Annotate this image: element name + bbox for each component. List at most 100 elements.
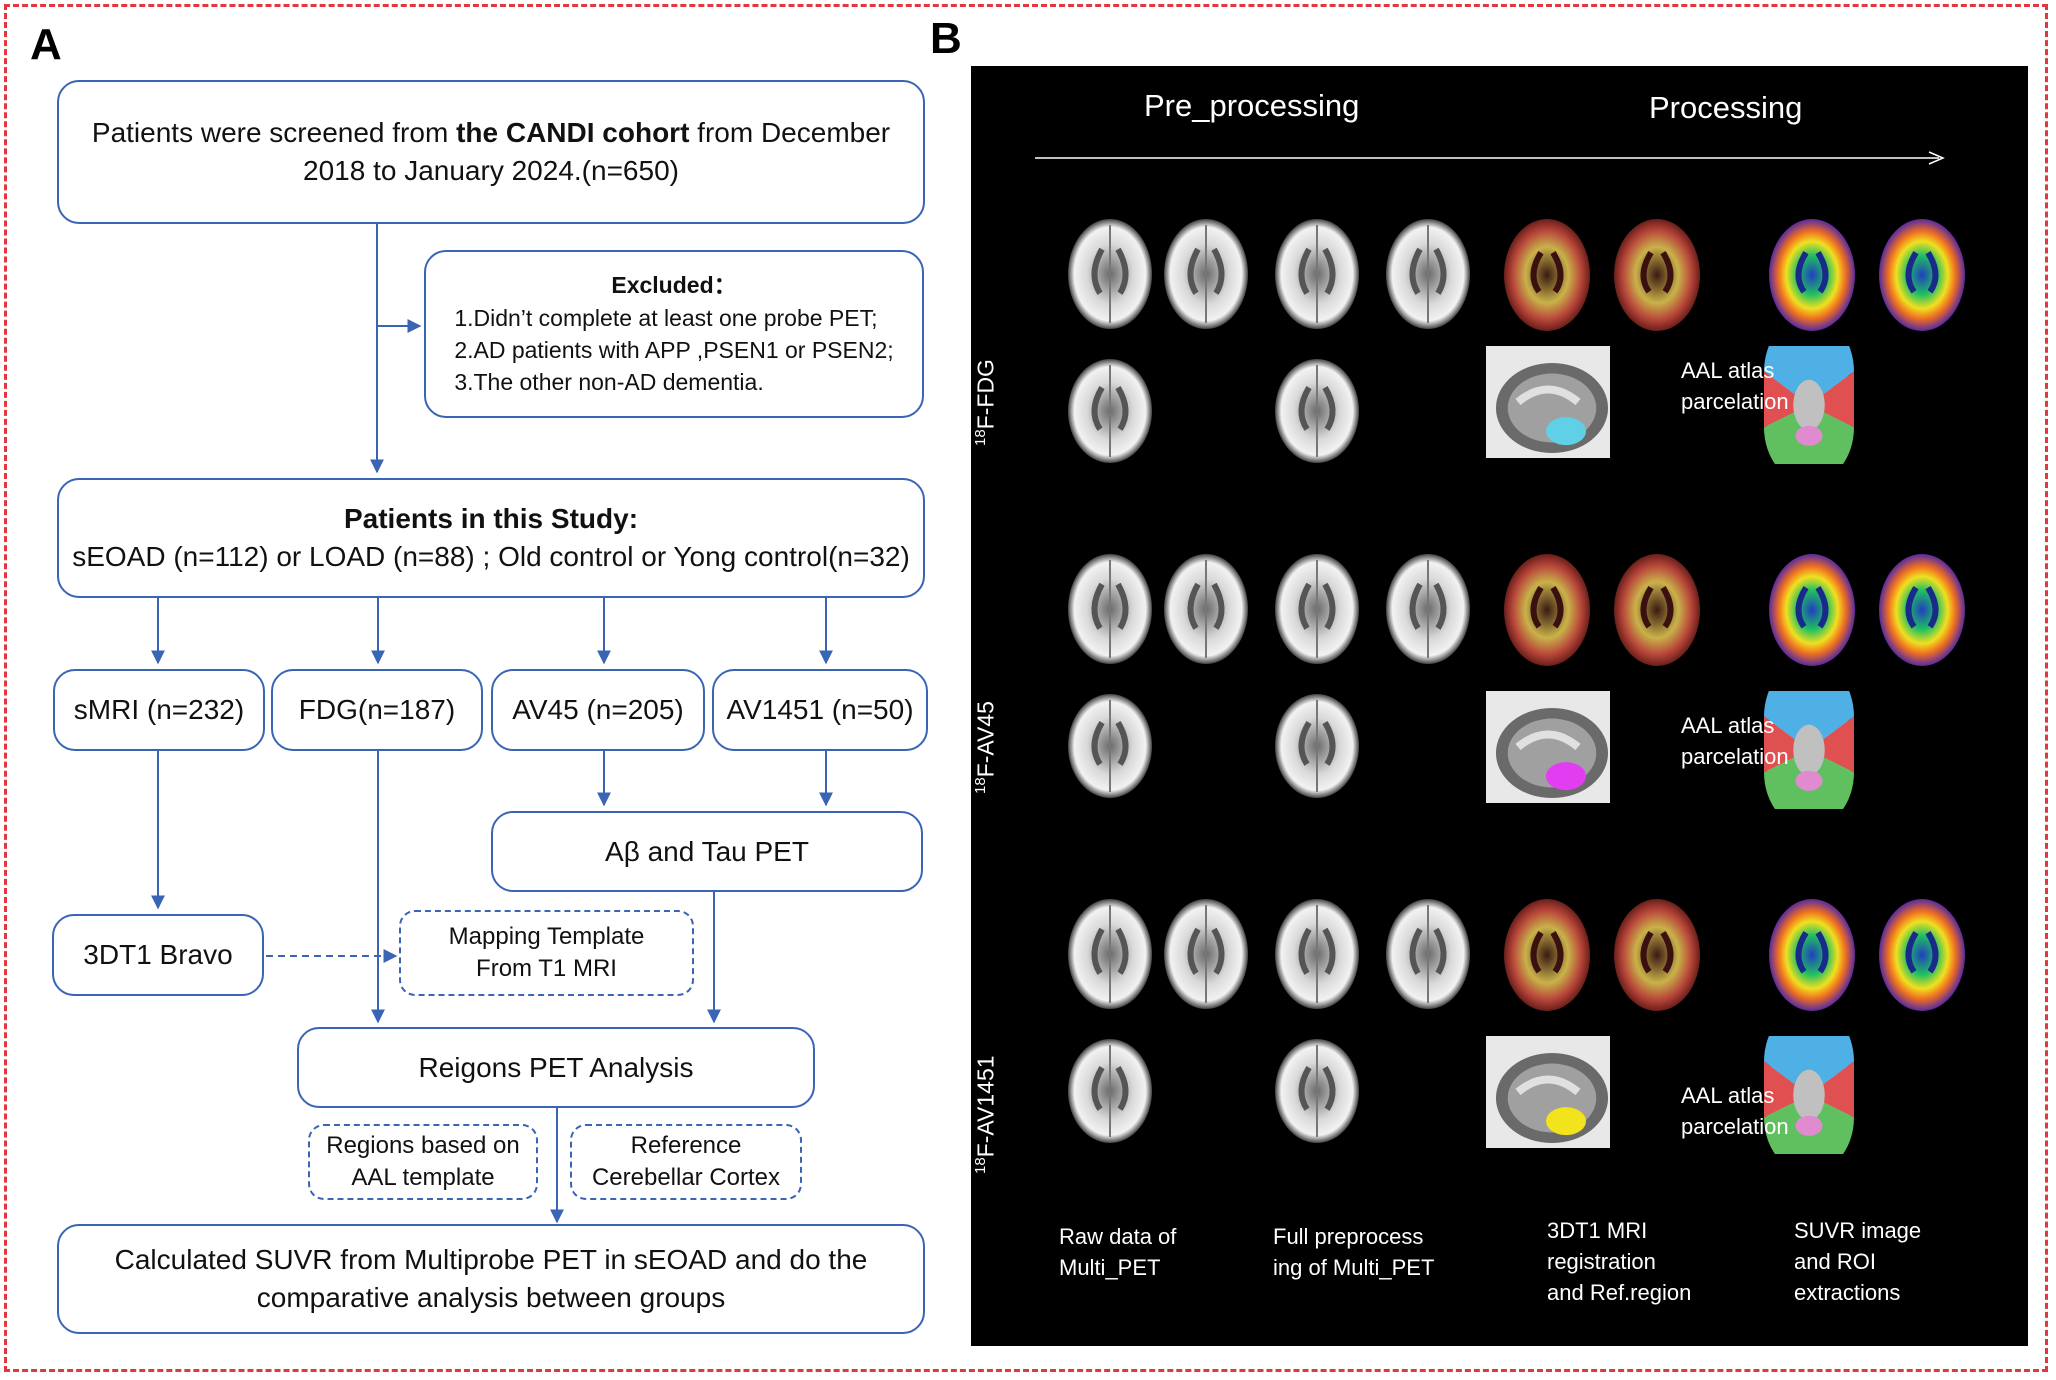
aal-regions-line: AAL template <box>351 1164 495 1191</box>
reference-line: Reference <box>630 1131 742 1159</box>
suvr-coronal-scan <box>1879 899 1965 1011</box>
fused-coronal-scan <box>1614 899 1700 1011</box>
column-line: Multi_PET <box>1059 1254 1161 1280</box>
tracer-label-fdg: 18F-FDG <box>972 359 1000 446</box>
fused-coronal-scan <box>1614 219 1700 331</box>
raw-axial-scan <box>1068 554 1152 664</box>
column-line: SUVR image <box>1794 1218 1922 1243</box>
tracer-label-av45: 18F-AV45 <box>972 701 1000 794</box>
av1451-box: AV1451 (n=50) <box>712 669 928 751</box>
fused-coronal-scan <box>1614 554 1700 666</box>
column-line: and ROI <box>1794 1248 1876 1274</box>
study-groups: sEOAD (n=112) or LOAD (n=88) ; Old contr… <box>72 541 910 572</box>
reference-line: Cerebellar Cortex <box>591 1164 781 1191</box>
study-title: Patients in this Study: <box>343 503 639 535</box>
excluded-item: 2.AD patients with APP ,PSEN1 or PSEN2; <box>454 337 894 363</box>
phase-processing: Processing <box>1649 90 1803 125</box>
fused-axial-scan <box>1504 219 1590 331</box>
column-line: Raw data of <box>1059 1224 1177 1249</box>
av45-box: AV45 (n=205) <box>491 669 705 751</box>
column-label-raw: Raw data of Multi_PET <box>1059 1222 1176 1284</box>
final-box: Calculated SUVR from Multiprobe PET in s… <box>57 1224 925 1334</box>
excluded-item: 1.Didn’t complete at least one probe PET… <box>454 305 878 332</box>
mapping-line: From T1 MRI <box>476 955 617 982</box>
preprocessed-axial-scan-2 <box>1275 1039 1359 1143</box>
preprocessed-coronal-scan <box>1386 554 1470 664</box>
abeta-tau-box: Aβ and Tau PET <box>491 811 923 892</box>
aal-atlas-scan <box>1764 691 1854 809</box>
isotope-sup: 18 <box>972 777 989 794</box>
mri-sagittal-roi-0 <box>1486 346 1610 458</box>
tracer-name: F-FDG <box>972 359 999 430</box>
suvr-axial-scan <box>1769 219 1855 331</box>
column-label-registration: 3DT1 MRI registration and Ref.region <box>1547 1216 1691 1308</box>
tracer-name: F-AV45 <box>972 701 999 778</box>
preprocessed-axial-scan-2 <box>1275 359 1359 463</box>
column-line: registration <box>1547 1248 1656 1274</box>
isotope-sup: 18 <box>972 429 989 446</box>
screening-text-pre: Patients were screened from <box>91 117 457 149</box>
aal-atlas-scan <box>1764 346 1854 464</box>
raw-coronal-scan <box>1164 554 1248 664</box>
column-line: 3DT1 MRI <box>1547 1218 1648 1243</box>
timeline-arrow <box>1035 151 1945 165</box>
mapping-box: Mapping Template From T1 MRI <box>399 910 694 996</box>
screening-box: Patients were screened from the CANDI co… <box>57 80 925 224</box>
panel-label-a: A <box>30 20 62 69</box>
preprocessed-coronal-scan <box>1386 899 1470 1009</box>
aal-regions-line: Regions based on <box>326 1131 520 1159</box>
excluded-box: Excluded： 1.Didn’t complete at least one… <box>424 250 924 418</box>
phase-preprocessing: Pre_processing <box>1144 88 1360 123</box>
pipeline-panel: Pre_processing Processing 18F-FDG 18F-AV… <box>971 66 2028 1346</box>
cohort-name: the CANDI cohort <box>456 117 690 149</box>
raw-coronal-scan <box>1164 899 1248 1009</box>
final-line: Calculated SUVR from Multiprobe PET in s… <box>114 1244 868 1276</box>
atlas-line: AAL atlas <box>1681 713 1775 738</box>
excluded-title: Excluded： <box>611 271 737 298</box>
excluded-item: 3.The other non-AD dementia. <box>454 368 764 395</box>
fdg-box: FDG(n=187) <box>271 669 483 751</box>
smri-box: sMRI (n=232) <box>53 669 265 751</box>
column-label-suvr: SUVR image and ROI extractions <box>1794 1216 1921 1308</box>
mri-sagittal-roi-1 <box>1486 691 1610 803</box>
isotope-sup: 18 <box>972 1157 989 1174</box>
column-line: ing of Multi_PET <box>1273 1254 1435 1280</box>
preprocessed-coronal-scan <box>1386 219 1470 329</box>
column-line: Full preprocess <box>1273 1224 1424 1249</box>
atlas-label-av45: AAL atlas parcelation <box>1681 711 1789 773</box>
aal-atlas-scan <box>1764 1036 1854 1154</box>
suvr-coronal-scan <box>1879 219 1965 331</box>
column-line: extractions <box>1794 1279 1901 1305</box>
fused-axial-scan <box>1504 554 1590 666</box>
atlas-line: parcelation <box>1681 743 1789 769</box>
preprocessed-axial-scan <box>1275 899 1359 1009</box>
atlas-line: parcelation <box>1681 1113 1789 1139</box>
raw-axial-scan-2 <box>1068 359 1152 463</box>
column-line: and Ref.region <box>1547 1279 1692 1305</box>
t1-box: 3DT1 Bravo <box>52 914 264 996</box>
final-line: comparative analysis between groups <box>256 1282 726 1313</box>
preprocessed-axial-scan-2 <box>1275 694 1359 798</box>
atlas-line: AAL atlas <box>1681 1083 1775 1108</box>
mapping-line: Mapping Template <box>448 922 645 950</box>
reference-box: Reference Cerebellar Cortex <box>570 1124 802 1200</box>
screening-text-line2: 2018 to January 2024.(n=650) <box>303 155 679 186</box>
dashed-frame <box>4 4 2048 1372</box>
study-box: Patients in this Study: sEOAD (n=112) or… <box>57 478 925 598</box>
fused-axial-scan <box>1504 899 1590 1011</box>
suvr-axial-scan <box>1769 554 1855 666</box>
preprocessed-axial-scan <box>1275 554 1359 664</box>
preprocessed-axial-scan <box>1275 219 1359 329</box>
screening-text-post: from December <box>689 117 891 149</box>
raw-axial-scan-2 <box>1068 694 1152 798</box>
raw-axial-scan <box>1068 899 1152 1009</box>
column-label-preprocess: Full preprocess ing of Multi_PET <box>1273 1222 1434 1284</box>
raw-axial-scan-2 <box>1068 1039 1152 1143</box>
tracer-label-av1451: 18F-AV1451 <box>972 1055 1000 1174</box>
atlas-label-av1451: AAL atlas parcelation <box>1681 1081 1789 1143</box>
tracer-name: F-AV1451 <box>972 1055 999 1158</box>
suvr-coronal-scan <box>1879 554 1965 666</box>
raw-axial-scan <box>1068 219 1152 329</box>
